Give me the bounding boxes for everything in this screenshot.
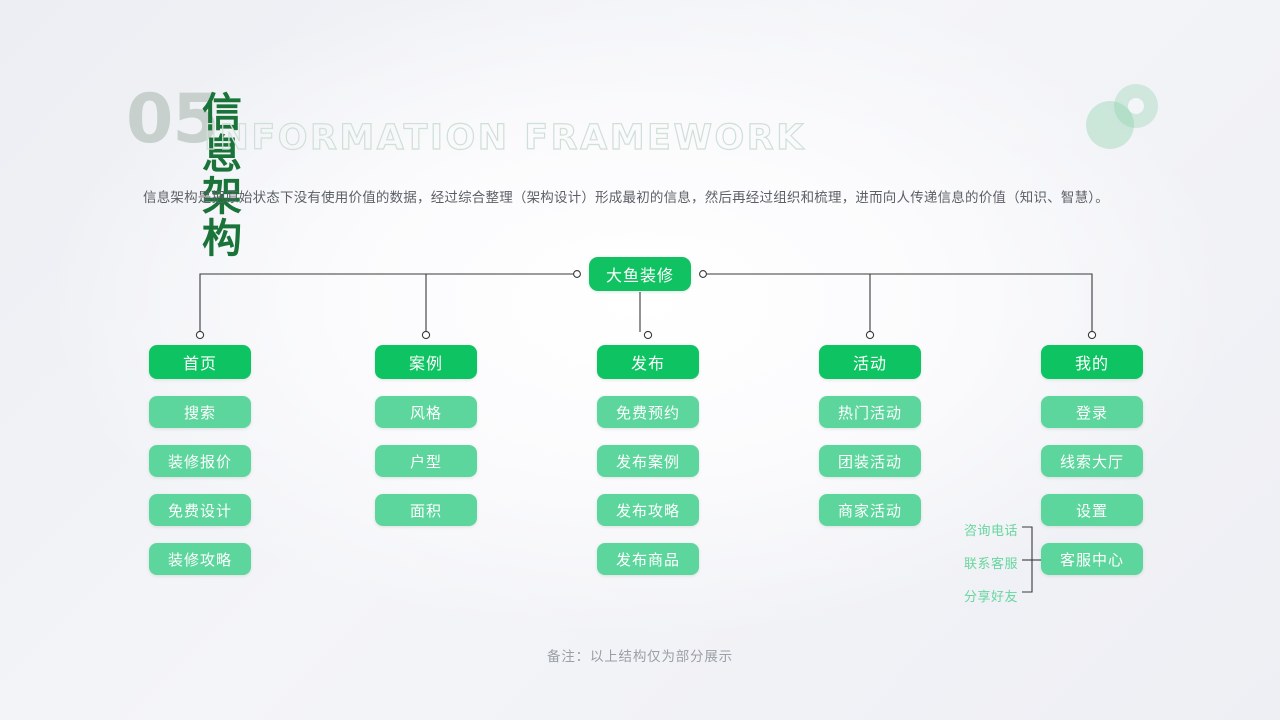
leaf-5-1[interactable]: 登录 xyxy=(1041,396,1143,428)
column-head-3[interactable]: 发布 xyxy=(597,345,699,379)
root-port-left-icon xyxy=(573,270,581,278)
leaf-4-1[interactable]: 热门活动 xyxy=(819,396,921,428)
footnote: 备注：以上结构仅为部分展示 xyxy=(547,649,733,664)
column-port-icon xyxy=(421,330,431,340)
leaf-5-3[interactable]: 设置 xyxy=(1041,494,1143,526)
leaf-1-4[interactable]: 装修攻略 xyxy=(149,543,251,575)
leaf-3-2[interactable]: 发布案例 xyxy=(597,445,699,477)
intro-paragraph: 信息架构是把原始状态下没有使用价值的数据，经过综合整理（架构设计）形成最初的信息… xyxy=(143,190,1109,205)
leaf-4-2[interactable]: 团装活动 xyxy=(819,445,921,477)
leaf-1-3[interactable]: 免费设计 xyxy=(149,494,251,526)
leaf-2-1[interactable]: 风格 xyxy=(375,396,477,428)
side-label-2[interactable]: 联系客服 xyxy=(963,556,1018,571)
column-head-4[interactable]: 活动 xyxy=(819,345,921,379)
leaf-3-3[interactable]: 发布攻略 xyxy=(597,494,699,526)
leaf-4-3[interactable]: 商家活动 xyxy=(819,494,921,526)
leaf-5-4[interactable]: 客服中心 xyxy=(1041,543,1143,575)
deco-circle-large xyxy=(1086,101,1134,149)
leaf-3-4[interactable]: 发布商品 xyxy=(597,543,699,575)
section-number: 05 xyxy=(126,80,220,159)
leaf-2-2[interactable]: 户型 xyxy=(375,445,477,477)
column-head-2[interactable]: 案例 xyxy=(375,345,477,379)
side-label-3[interactable]: 分享好友 xyxy=(963,589,1018,604)
decorative-circles xyxy=(1086,84,1182,149)
title-english: INFORMATION FRAMEWORK xyxy=(203,118,806,158)
column-head-5[interactable]: 我的 xyxy=(1041,345,1143,379)
leaf-2-3[interactable]: 面积 xyxy=(375,494,477,526)
column-head-1[interactable]: 首页 xyxy=(149,345,251,379)
column-port-icon xyxy=(1087,330,1097,340)
column-port-icon xyxy=(865,330,875,340)
root-port-right-icon xyxy=(699,270,707,278)
leaf-1-2[interactable]: 装修报价 xyxy=(149,445,251,477)
side-label-1[interactable]: 咨询电话 xyxy=(963,523,1018,538)
node-root[interactable]: 大鱼装修 xyxy=(589,257,691,291)
leaf-1-1[interactable]: 搜索 xyxy=(149,396,251,428)
side-label-bracket xyxy=(1022,526,1041,593)
leaf-3-1[interactable]: 免费预约 xyxy=(597,396,699,428)
column-port-icon xyxy=(643,330,653,340)
leaf-5-2[interactable]: 线索大厅 xyxy=(1041,445,1143,477)
title-chinese: 信息架构 xyxy=(202,91,243,261)
deco-circle-hole xyxy=(1128,98,1144,114)
column-port-icon xyxy=(195,330,205,340)
